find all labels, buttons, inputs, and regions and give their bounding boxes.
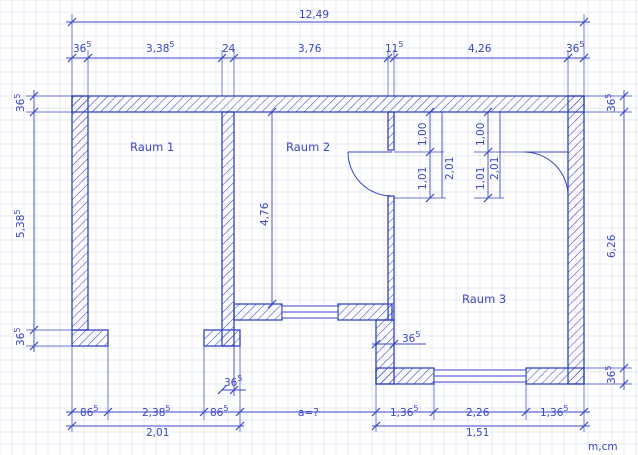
room3-bottom-left [375,367,435,385]
dim-top-24: 24 [222,43,236,55]
units-label: m,cm [588,441,618,453]
room-label-raum-2: Raum 2 [286,140,330,154]
dim-top-11: 115 [385,40,403,55]
dim-total-width: 12,49 [299,9,329,21]
dim-door-101-a: 1,01 [417,167,429,190]
dim-room3-wall-36: 365 [402,330,420,345]
dim-right-36-bottom: 365 [604,366,618,384]
room-label-raum-3: Raum 3 [462,292,506,306]
doors [347,151,569,197]
dim-door-201-b: 2,01 [489,157,501,180]
dim-bottom-151: 1,51 [466,427,489,439]
dim-bottom-86-right: 865 [210,404,228,419]
wall-room1-room2 [221,111,235,347]
door-arc-room2 [347,151,393,197]
dim-door-201-a: 2,01 [444,157,456,180]
room-label-raum-1: Raum 1 [130,140,174,154]
room2-bottom-left [233,303,283,321]
dim-top-36-right: 365 [566,40,584,55]
dimension-lines [26,14,632,432]
room3-bottom-right [525,367,585,385]
dim-left-36-top: 365 [13,94,27,112]
dim-top-36-left: 365 [73,40,91,55]
dim-bottom-86-left: 865 [80,404,98,419]
dim-door-100-b: 1,00 [475,123,487,146]
dim-bottom-238: 2,385 [142,404,170,419]
dim-bottom-136-right: 1,365 [540,404,568,419]
dim-step-wall-36: 365 [224,374,242,389]
room1-bottom-left [71,329,109,347]
dim-inner-476: 4,76 [259,202,271,226]
dim-bottom-201: 2,01 [146,427,169,439]
outer-wall-left [71,95,89,331]
wall-room2-room3-bottom [387,195,395,321]
dim-right-36-top: 365 [604,94,618,112]
dim-left-538: 5,385 [13,210,27,238]
wall-room2-room3-top [387,111,395,151]
dim-left-36-bottom: 365 [13,328,27,346]
dim-door-101-b: 1,01 [475,167,487,190]
room2-bottom-right [337,303,393,321]
dim-top-338: 3,385 [146,40,174,55]
door-arc-room3 [523,151,569,197]
dim-top-426: 4,26 [468,43,492,55]
dim-bottom-a: a=? [298,407,319,419]
dim-bottom-136-left: 1,365 [390,404,418,419]
windows [281,305,527,383]
dim-top-376: 3,76 [298,43,322,55]
dim-door-100-a: 1,00 [417,123,429,146]
dim-bottom-226: 2,26 [466,407,490,419]
outer-wall-top [71,95,585,113]
dim-right-626: 6,26 [606,234,618,258]
outer-wall-right [567,95,585,385]
